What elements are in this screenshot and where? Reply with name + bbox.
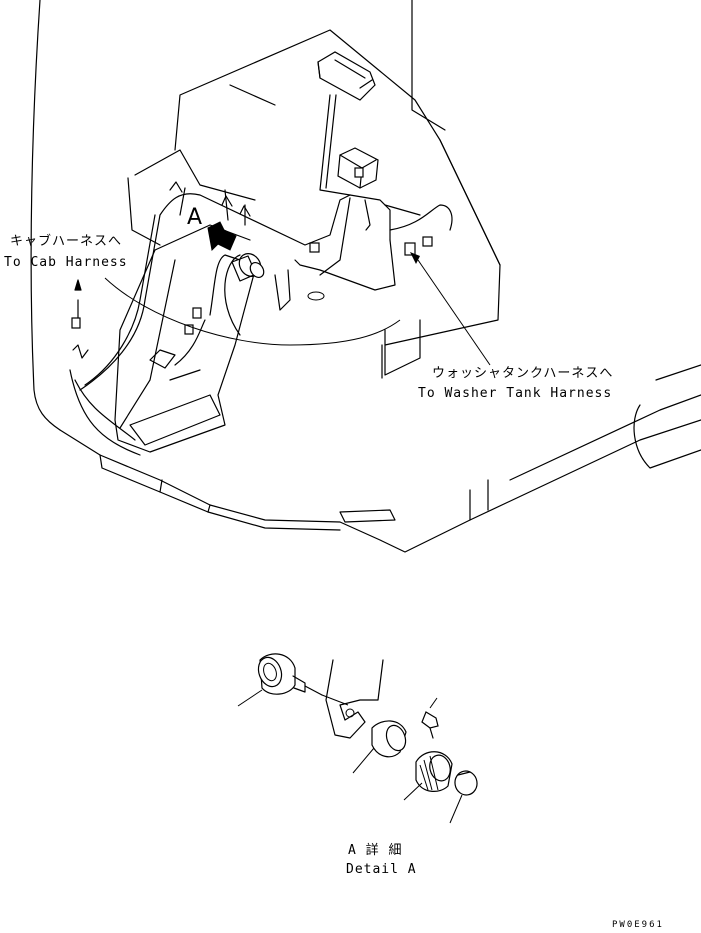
detail-a-title-jp: A 詳 細 bbox=[348, 843, 403, 858]
cab-harness-label-jp: キャブハーネスへ bbox=[10, 234, 123, 249]
pedestal-bracket bbox=[114, 224, 325, 453]
view-a-arrow bbox=[207, 221, 237, 252]
console-switch bbox=[231, 253, 265, 282]
wiring-harness bbox=[69, 94, 453, 456]
washer-tank-label-jp: ウォッシャタンクハーネスへ bbox=[432, 366, 614, 381]
console-housing bbox=[127, 29, 501, 379]
washer-tank-label-en: To Washer Tank Harness bbox=[418, 386, 613, 401]
cab-body-outline bbox=[30, 0, 701, 553]
detail-a-title-en: Detail A bbox=[346, 862, 417, 877]
detail-a-parts bbox=[237, 653, 478, 824]
cab-harness-label-en: To Cab Harness bbox=[4, 255, 128, 270]
switch-box bbox=[337, 147, 379, 189]
relay-block bbox=[317, 51, 376, 101]
leader-lines bbox=[104, 252, 491, 366]
drawing-code: PW0E961 bbox=[612, 920, 664, 930]
harness-connectors bbox=[71, 236, 433, 359]
view-a-marker: A bbox=[187, 205, 204, 230]
